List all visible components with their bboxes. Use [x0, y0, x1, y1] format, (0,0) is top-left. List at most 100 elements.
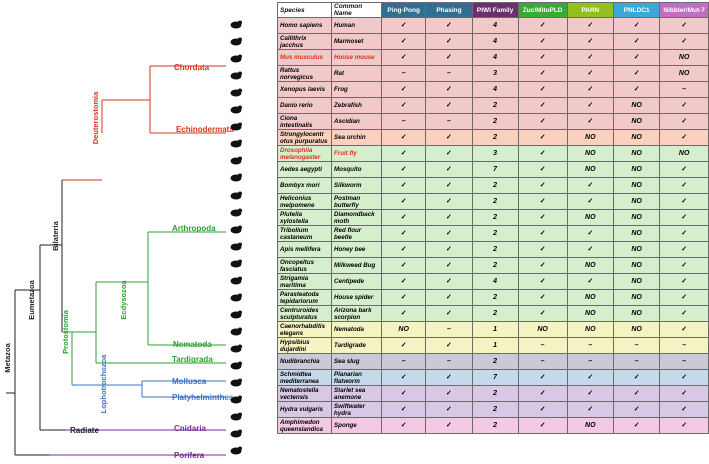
value-cell: 2 — [471, 193, 519, 210]
species-cell: Oncopeltus fasciatus — [276, 257, 333, 274]
value-cell: NO — [566, 417, 614, 434]
value-cell: ✓ — [566, 193, 614, 210]
value-cell: ✓ — [380, 273, 427, 290]
moth-icon — [229, 223, 243, 236]
value-cell: ✓ — [425, 81, 473, 98]
value-cell: ✓ — [380, 401, 427, 418]
value-cell: ✓ — [380, 369, 427, 386]
common-name-cell: Milkweed Bug — [331, 257, 382, 274]
value-cell: 2 — [471, 257, 519, 274]
label-lophotrochozoa: Lophotrochozoa — [99, 354, 108, 414]
value-cell: ✓ — [425, 257, 473, 274]
value-cell: ✓ — [380, 417, 427, 434]
value-cell: ✓ — [425, 369, 473, 386]
slug-icon — [229, 376, 243, 389]
value-cell: ✓ — [659, 225, 709, 242]
label-echinodermata: Echinodermata — [176, 125, 234, 134]
species-cell: Apis mellifera — [276, 241, 333, 258]
value-cell: ✓ — [380, 385, 427, 402]
common-name-cell: Honey bee — [331, 241, 382, 258]
value-cell: ✓ — [380, 241, 427, 258]
species-cell: Schmidtea mediterranea — [276, 369, 333, 386]
value-cell: NO — [612, 97, 661, 114]
value-cell: NO — [612, 225, 661, 242]
value-cell: – — [517, 353, 568, 370]
value-cell: ✓ — [566, 241, 614, 258]
common-name-cell: Mosquito — [331, 161, 382, 178]
value-cell: – — [566, 353, 614, 370]
value-cell: ✓ — [566, 65, 614, 82]
frog-icon — [229, 86, 243, 99]
common-name-cell: Sponge — [331, 417, 382, 434]
value-cell: ✓ — [612, 33, 661, 50]
label-ecdysozoa: Ecdysozoa — [119, 280, 128, 320]
value-cell: – — [612, 353, 661, 370]
value-cell: ✓ — [612, 417, 661, 434]
value-cell: 4 — [471, 33, 519, 50]
value-cell: ✓ — [517, 193, 568, 210]
value-cell: 3 — [471, 65, 519, 82]
value-cell: ✓ — [425, 417, 473, 434]
common-name-cell: Marmoset — [331, 33, 382, 50]
value-cell: ✓ — [425, 401, 473, 418]
species-cell: Homo sapiens — [276, 17, 333, 34]
species-cell: Rattus norvegicus — [276, 65, 333, 82]
value-cell: NO — [517, 321, 568, 338]
value-cell: ✓ — [659, 369, 709, 386]
value-cell: – — [425, 321, 473, 338]
value-cell: ✓ — [659, 305, 709, 322]
value-cell: ✓ — [425, 33, 473, 50]
value-cell: ✓ — [517, 401, 568, 418]
beetle-icon — [229, 240, 243, 253]
common-name-cell: Rat — [331, 65, 382, 82]
value-cell: ✓ — [659, 17, 709, 34]
value-cell: NO — [612, 113, 661, 130]
label-mollusca: Mollusca — [172, 377, 207, 386]
value-cell: ✓ — [659, 129, 709, 146]
species-cell: Hypsibius dujardini — [276, 337, 333, 354]
value-cell: ✓ — [517, 209, 568, 226]
value-cell: ✓ — [380, 49, 427, 66]
label-tardigrada: Tardigrada — [172, 355, 213, 364]
common-name-cell: Sea urchin — [331, 129, 382, 146]
value-cell: ✓ — [380, 193, 427, 210]
label-platyhelminthes: Platyhelminthes — [172, 393, 234, 402]
value-cell: ✓ — [659, 417, 709, 434]
common-name-cell: Red flour beetle — [331, 225, 382, 242]
value-cell: NO — [566, 321, 614, 338]
value-cell: NO — [612, 257, 661, 274]
anemone-icon — [229, 410, 243, 423]
value-cell: NO — [612, 289, 661, 306]
value-cell: – — [612, 337, 661, 354]
value-cell: NO — [612, 145, 661, 162]
value-cell: ✓ — [425, 177, 473, 194]
species-cell: Parasteatoda tepidariorum — [276, 289, 333, 306]
value-cell: ✓ — [425, 273, 473, 290]
value-cell: ✓ — [517, 305, 568, 322]
scorpion-icon — [229, 325, 243, 338]
value-cell: ✓ — [566, 17, 614, 34]
column-header-8: Nibbler/Mut-7 — [659, 2, 709, 18]
value-cell: 7 — [471, 161, 519, 178]
phylogenetic-tree: Metazoa Eumetazoa Bilateria Deuterostomi… — [3, 63, 234, 460]
value-cell: 2 — [471, 113, 519, 130]
value-cell: NO — [612, 193, 661, 210]
value-cell: 4 — [471, 49, 519, 66]
label-cnidaria: Cnidaria — [174, 424, 207, 433]
column-header-0: Species — [276, 2, 333, 18]
value-cell: ✓ — [566, 81, 614, 98]
value-cell: ✓ — [566, 49, 614, 66]
value-cell: ✓ — [612, 401, 661, 418]
value-cell: ✓ — [425, 225, 473, 242]
label-protostomia: Protostomia — [61, 309, 70, 354]
value-cell: ✓ — [380, 177, 427, 194]
value-cell: ✓ — [517, 33, 568, 50]
